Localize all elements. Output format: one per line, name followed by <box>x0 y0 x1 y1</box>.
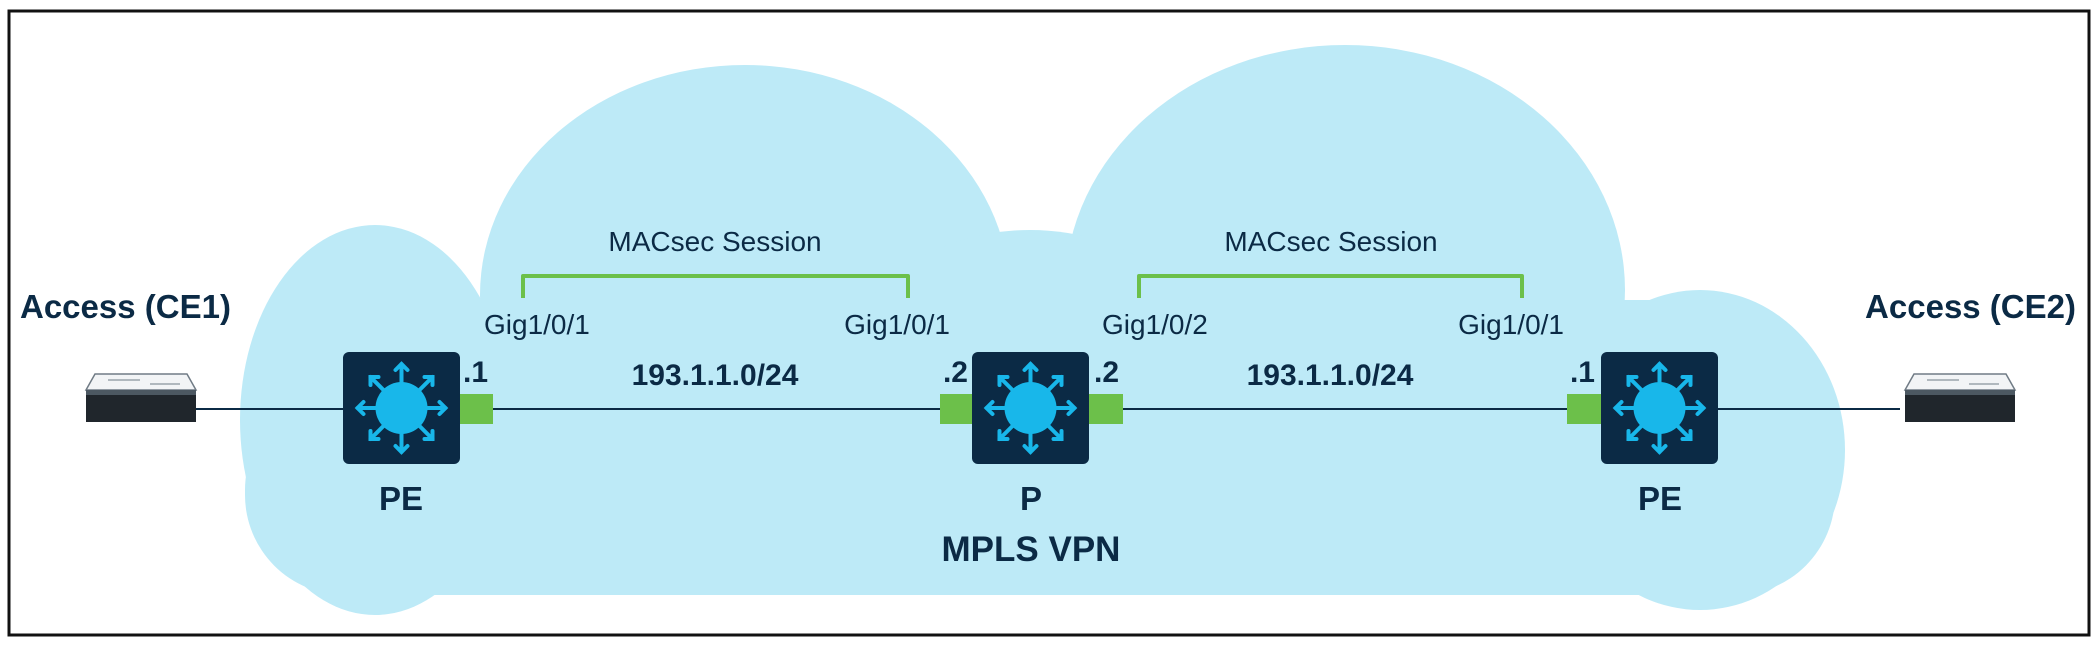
host-label-p-left: .2 <box>943 356 968 389</box>
router-pe-right <box>1601 352 1718 464</box>
switch-icon <box>84 373 198 422</box>
interface-label-p-left: Gig1/0/1 <box>844 309 950 340</box>
port-pe-right <box>1567 394 1602 424</box>
access-switch-right <box>1903 373 2017 422</box>
router-label-pe-left: PE <box>379 480 423 517</box>
macsec-session-label-2: MACsec Session <box>1224 226 1437 257</box>
access-ce1-label: Access (CE1) <box>20 288 231 325</box>
macsec-session-bracket-1 <box>521 274 910 298</box>
host-label-pe-right: .1 <box>1570 356 1595 389</box>
interface-label-p-right: Gig1/0/2 <box>1102 309 1208 340</box>
subnet-label-2: 193.1.1.0/24 <box>1247 359 1414 392</box>
interface-label-pe-left: Gig1/0/1 <box>484 309 590 340</box>
router-icon <box>354 361 449 455</box>
switch-icon <box>1903 373 2017 422</box>
macsec-session-bracket-2 <box>1137 274 1524 298</box>
access-switch-left <box>84 373 198 422</box>
router-label-p-core: P <box>1020 480 1042 517</box>
interface-label-pe-right: Gig1/0/1 <box>1458 309 1564 340</box>
access-ce2-label: Access (CE2) <box>1865 288 2076 325</box>
router-p-core <box>972 352 1089 464</box>
port-p-right <box>1088 394 1123 424</box>
macsec-session-label-1: MACsec Session <box>608 226 821 257</box>
mpls-vpn-label: MPLS VPN <box>942 530 1121 569</box>
port-p-left <box>940 394 975 424</box>
router-pe-left <box>343 352 460 464</box>
subnet-label-1: 193.1.1.0/24 <box>632 359 799 392</box>
host-label-p-right: .2 <box>1094 356 1119 389</box>
port-pe-left <box>460 394 493 424</box>
router-icon <box>1612 361 1707 455</box>
host-label-pe-left: .1 <box>463 356 488 389</box>
router-icon <box>983 361 1078 455</box>
router-label-pe-right: PE <box>1638 480 1682 517</box>
